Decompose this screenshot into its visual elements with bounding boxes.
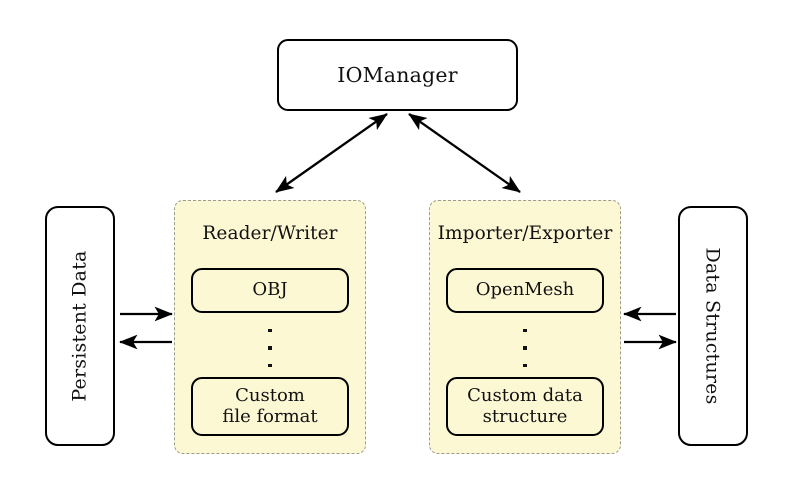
custom-data-structure-line-2: structure (482, 405, 568, 427)
panel-reader-writer[interactable]: Reader/Writer OBJ Custom file format (174, 200, 366, 454)
arrow-manager-importer-exporter (408, 113, 521, 193)
data-structures-label: Data Structures (702, 247, 724, 405)
importer-exporter-item-openmesh[interactable]: OpenMesh (446, 268, 604, 313)
reader-writer-item-obj-label: OBJ (252, 279, 288, 301)
custom-file-format-line-1: Custom (235, 384, 305, 406)
data-structures-node[interactable]: Data Structures (678, 206, 748, 446)
custom-data-structure-line-1: Custom data (467, 384, 583, 406)
reader-writer-item-custom-file-format[interactable]: Custom file format (191, 377, 349, 436)
persistent-data-node[interactable]: Persistent Data (45, 206, 115, 446)
importer-exporter-item-openmesh-label: OpenMesh (475, 279, 575, 301)
custom-file-format-line-2: file format (222, 405, 318, 427)
reader-writer-item-obj[interactable]: OBJ (191, 268, 349, 313)
io-manager-node[interactable]: IOManager (277, 39, 518, 111)
panel-importer-exporter[interactable]: Importer/Exporter OpenMesh Custom data s… (429, 200, 621, 454)
importer-exporter-item-custom-data-structure[interactable]: Custom data structure (446, 377, 604, 436)
reader-writer-ellipsis-icon (175, 329, 365, 367)
importer-exporter-ellipsis-icon (430, 329, 620, 367)
reader-writer-item-custom-file-format-label: Custom file format (222, 384, 318, 427)
panel-importer-exporter-title: Importer/Exporter (437, 223, 613, 244)
panel-reader-writer-title: Reader/Writer (202, 223, 338, 244)
persistent-data-label: Persistent Data (69, 250, 91, 402)
io-manager-label: IOManager (337, 63, 458, 87)
arrow-manager-reader-writer (275, 113, 388, 193)
importer-exporter-item-custom-data-structure-label: Custom data structure (467, 384, 583, 427)
